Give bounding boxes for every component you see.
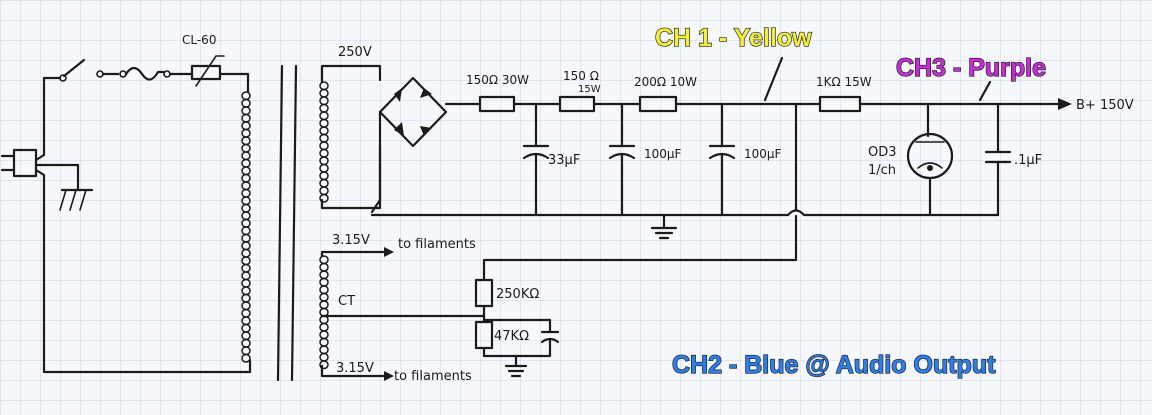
transformer-core: [276, 64, 298, 382]
bias-cap-wire-bottom: [482, 338, 552, 358]
fuse-icon: [101, 66, 171, 81]
c1-label: 33μF: [548, 153, 580, 168]
output-arrow-icon: [1058, 98, 1072, 110]
ch1-probe-pointer: [763, 56, 784, 102]
filament2-voltage: 3.15V: [336, 361, 374, 376]
mains-wire-bottom: [34, 168, 252, 374]
filament1-text: to filaments: [398, 237, 476, 252]
ch2-label: CH2 - Blue @ Audio Output: [672, 351, 996, 379]
resistor-250kohm: [474, 278, 494, 322]
tube-label-bottom: 1/ch: [868, 163, 896, 178]
bias-cap-wire-top: [482, 318, 552, 334]
bias-feed-wire: [482, 214, 798, 282]
mains-wire-top: [34, 76, 62, 162]
arrow-right-icon: [384, 247, 394, 257]
transformer-primary-coil: [241, 91, 251, 363]
capacitor-0.1uf: [984, 102, 1012, 217]
filament-wire-top: [320, 250, 390, 258]
r6-label: 47KΩ: [494, 329, 529, 344]
hv-secondary-label: 250V: [338, 45, 372, 60]
thermistor-to-primary: [218, 72, 250, 94]
resistor-47kohm: [474, 320, 494, 358]
bias-ground-icon: [504, 354, 528, 378]
c3-label: 100μF: [744, 147, 782, 161]
filament-wire-bottom: [320, 364, 390, 378]
thermistor-icon: [190, 55, 225, 87]
r4-label: 1KΩ 15W: [816, 75, 872, 89]
c2-label: 100μF: [644, 147, 682, 161]
ch3-probe-pointer: [978, 80, 992, 102]
r2-label-top: 150 Ω: [563, 69, 599, 83]
capacitor-100uf-1: [608, 102, 636, 217]
capacitor-33uf: [522, 102, 550, 217]
od3-regulator-tube: [906, 102, 954, 217]
r1-label: 150Ω 30W: [466, 73, 529, 87]
filament1-voltage: 3.15V: [332, 233, 370, 248]
ch3-label: CH3 - Purple: [896, 54, 1046, 82]
center-tap-label: CT: [338, 294, 355, 309]
rectifier-return-wire: [370, 110, 382, 214]
hv-secondary-coil: [319, 81, 329, 203]
output-label: B+ 150V: [1076, 98, 1134, 113]
r5-label: 250KΩ: [496, 287, 539, 302]
thermistor-label: CL-60: [182, 33, 216, 47]
capacitor-100uf-2: [708, 102, 736, 217]
r3-label: 200Ω 10W: [634, 75, 697, 89]
arrow-right-icon: [384, 371, 394, 381]
c4-label: .1μF: [1014, 153, 1042, 168]
chassis-ground-icon: [650, 213, 678, 240]
bridge-rectifier: [378, 76, 448, 148]
r2-label-bottom: 15W: [578, 84, 601, 95]
tube-label-top: OD3: [868, 145, 897, 160]
filament2-text: to filaments: [394, 369, 472, 384]
ground-icon: [34, 163, 94, 211]
power-plug-icon: [0, 148, 38, 178]
hv-wire-top: [320, 64, 382, 84]
filament-secondary-coil: [319, 255, 329, 370]
ch1-label: CH 1 - Yellow: [655, 24, 812, 52]
ground-rail-right: [786, 209, 1000, 217]
